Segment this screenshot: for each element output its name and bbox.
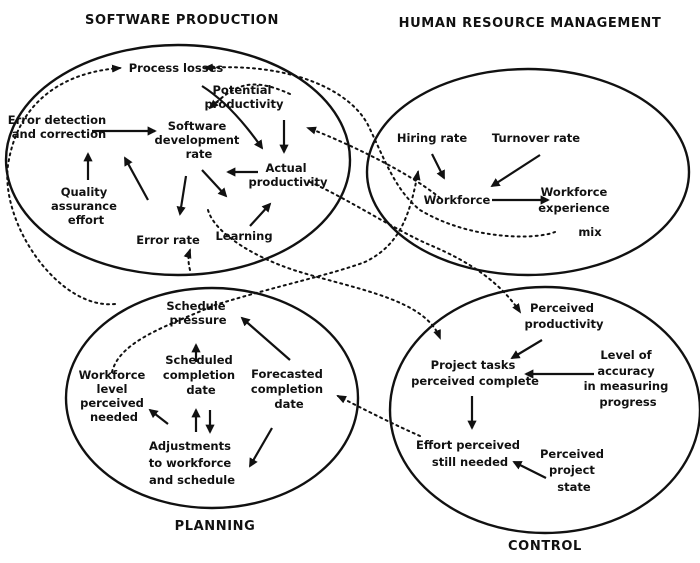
- node-process-losses: Process losses: [129, 61, 224, 75]
- node-workforce-level-perceived-needed: Workforce level perceived needed: [79, 368, 150, 424]
- node-hiring-rate: Hiring rate: [397, 131, 468, 145]
- node-quality-assurance-effort: Quality assurance effort: [51, 185, 121, 227]
- section-title-human-resource-management: HUMAN RESOURCE MANAGEMENT: [399, 16, 662, 31]
- node-workforce-experience-mix: Workforce experience mix: [538, 185, 613, 239]
- control-ellipse: [388, 285, 700, 535]
- node-schedule-pressure: Schedule pressure: [166, 299, 229, 327]
- arrow-forecasted-date-to-adjustments: [249, 427, 273, 468]
- arrow-learning-to-actual-productivity: [249, 202, 272, 227]
- arrow-turnover-rate-to-workforce: [490, 154, 541, 188]
- dotted-links: [6, 63, 556, 437]
- dotted-actual-productivity-to-perceived-productivity: [309, 181, 522, 314]
- arrow-project-state-to-effort: [512, 461, 547, 479]
- node-level-of-accuracy: Level of accuracy in measuring progress: [584, 348, 673, 409]
- node-software-development-rate: Software development rate: [155, 119, 244, 161]
- node-forecasted-completion-date: Forecasted completion date: [251, 367, 327, 411]
- node-error-rate: Error rate: [136, 233, 200, 247]
- node-actual-productivity: Actual productivity: [249, 161, 328, 189]
- node-perceived-productivity: Perceived productivity: [525, 301, 604, 331]
- arrow-dev-rate-to-learning: [201, 169, 228, 198]
- node-error-detection-and-correction: Error detection and correction: [8, 113, 110, 141]
- software-production-ellipse: [4, 43, 352, 277]
- dotted-experience-mix-to-process-losses: [203, 63, 556, 238]
- arrow-process-losses-to-actual-productivity: [201, 85, 264, 150]
- dotted-schedule-pressure-to-process-losses: [6, 64, 122, 306]
- node-scheduled-completion-date: Scheduled completion date: [163, 353, 239, 397]
- arrow-error-rate-to-error-detection: [124, 156, 149, 201]
- node-workforce: Workforce: [424, 193, 491, 207]
- node-labels: Process losses Potential productivity Er…: [8, 61, 673, 494]
- dotted-dev-rate-to-project-tasks: [207, 209, 441, 340]
- arrow-dev-rate-to-error-rate: [176, 175, 188, 216]
- node-effort-perceived-still-needed: Effort perceived still needed: [416, 438, 524, 469]
- section-title-software-production: SOFTWARE PRODUCTION: [85, 13, 279, 28]
- arrow-adjustments-to-workforce-needed: [148, 408, 169, 425]
- dotted-potential-to-dev-rate: [208, 83, 291, 110]
- node-perceived-project-state: Perceived project state: [540, 447, 608, 494]
- node-turnover-rate: Turnover rate: [492, 131, 580, 145]
- section-title-planning: PLANNING: [175, 519, 256, 534]
- section-title-control: CONTROL: [508, 539, 582, 554]
- solid-links: [83, 85, 594, 479]
- dotted-error-rate-feedback: [183, 248, 192, 271]
- arrow-perceived-productivity-to-tasks: [510, 339, 543, 359]
- arrow-hiring-rate-to-workforce: [431, 153, 445, 180]
- node-learning: Learning: [215, 229, 272, 243]
- node-project-tasks-perceived-complete: Project tasks perceived complete: [411, 358, 539, 388]
- dotted-workforce-to-potential-productivity: [306, 126, 441, 199]
- human-resource-ellipse: [365, 67, 691, 277]
- planning-ellipse: [64, 286, 360, 510]
- node-adjustments-to-workforce-and-schedule: Adjustments to workforce and schedule: [149, 439, 235, 487]
- arrow-forecasted-date-to-schedule-pressure: [240, 316, 291, 361]
- dotted-effort-to-forecasted-date: [336, 395, 421, 437]
- dotted-workforce-needed-to-hiring-rate: [111, 170, 421, 373]
- node-potential-productivity: Potential productivity: [205, 83, 284, 111]
